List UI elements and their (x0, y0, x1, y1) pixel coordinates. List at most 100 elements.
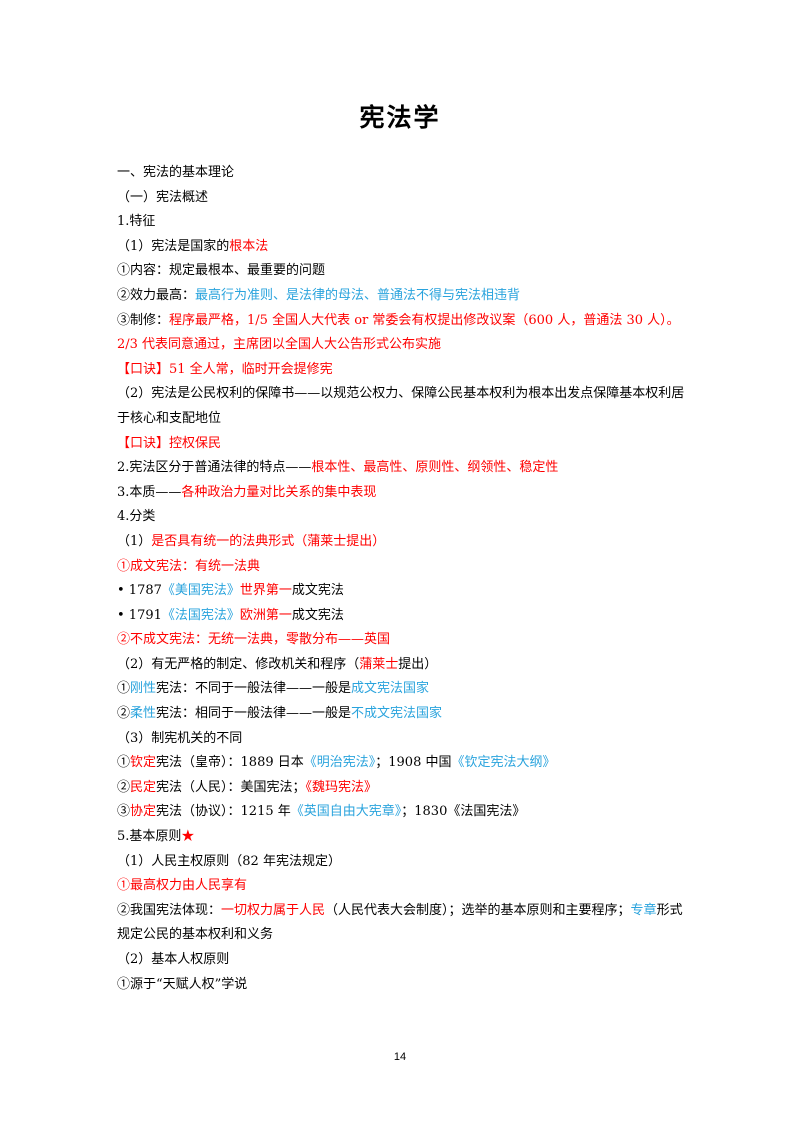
text-line: 3.本质——各种政治力量对比关系的集中表现 (117, 481, 687, 506)
line-text: ；1908 中国 (375, 755, 452, 771)
text-line: （2）基本人权原则 (117, 948, 687, 973)
line-text: • 1787 (117, 583, 162, 599)
line-text: ①源于“天赋人权”学说 (117, 976, 248, 992)
line-text: 5.基本原则 (117, 829, 182, 845)
highlight-red-text: 欧洲第一 (239, 607, 292, 623)
highlight-red-text: ②不成文宪法：无统一法典，零散分布——英国 (117, 632, 391, 648)
line-text: （1） (117, 533, 152, 549)
text-line: ①成文宪法：有统一法典 (117, 555, 687, 580)
text-line: ②民定宪法（人民）：美国宪法；《魏玛宪法》 (117, 776, 687, 801)
line-text: ② (117, 779, 131, 795)
text-line: ①最高权力由人民享有 (117, 874, 687, 899)
highlight-blue-text: 柔性 (130, 706, 157, 722)
line-text: ③ (117, 804, 131, 820)
text-line: ①钦定宪法（皇帝）：1889 日本《明治宪法》；1908 中国《钦定宪法大纲》 (117, 751, 687, 776)
line-text: 形式规定公民的基本权利和义务 (117, 902, 683, 943)
highlight-red-text: 根本性、最高性、原则性、纲领性、稳定性 (311, 460, 559, 476)
line-text: （2）有无严格的制定、修改机关和程序（ (117, 656, 360, 672)
line-text: ①内容：规定最根本、最重要的问题 (117, 263, 326, 279)
text-line: ①刚性宪法：不同于一般法律——一般是成文宪法国家 (117, 677, 687, 702)
line-text: 一、宪法的基本理论 (117, 165, 235, 180)
text-line: ②效力最高：最高行为准则、是法律的母法、普通法不得与宪法相违背 (117, 284, 687, 309)
highlight-red-text: 世界第一 (239, 583, 292, 599)
line-text: （2）宪法是公民权利的保障书——以规范公权力、保障公民基本权利为根本出发点保障基… (117, 386, 685, 426)
line-text: ②我国宪法体现： (117, 902, 222, 918)
line-text: 宪法（协议）：1215 年 (156, 804, 291, 820)
highlight-blue-text: 《美国宪法》 (161, 583, 240, 599)
text-line: （2）有无严格的制定、修改机关和程序（蒲莱士提出） (117, 653, 687, 678)
text-line: 4.分类 (117, 505, 687, 530)
line-text: 3.本质—— (117, 484, 182, 500)
line-text: （1）宪法是国家的 (117, 238, 230, 254)
highlight-red-text: 蒲莱士 (359, 656, 399, 672)
highlight-red-text: ①最高权力由人民享有 (117, 878, 248, 894)
highlight-red-text: ★ (181, 829, 195, 845)
highlight-red-text: 钦定 (130, 755, 157, 771)
text-line: 一、宪法的基本理论 (117, 161, 687, 186)
highlight-red-text: 是否具有统一的法典形式（蒲莱士提出） (151, 533, 386, 549)
text-line: ①内容：规定最根本、最重要的问题 (117, 259, 687, 284)
highlight-red-text: 【口诀】控权保民 (117, 435, 222, 451)
text-line: 5.基本原则★ (117, 825, 687, 850)
text-line: • 1791《法国宪法》欧洲第一成文宪法 (117, 604, 687, 629)
text-line: • 1787《美国宪法》世界第一成文宪法 (117, 579, 687, 604)
text-line: （3）制宪机关的不同 (117, 727, 687, 752)
text-line: ③协定宪法（协议）：1215 年《英国自由大宪章》；1830《法国宪法》 (117, 800, 687, 825)
highlight-blue-text: 不成文宪法国家 (351, 706, 443, 722)
text-line: （1）是否具有统一的法典形式（蒲莱士提出） (117, 530, 687, 555)
line-text: 4.分类 (117, 509, 156, 525)
text-line: 2.宪法区分于普通法律的特点——根本性、最高性、原则性、纲领性、稳定性 (117, 456, 687, 481)
text-line: 1.特征 (117, 210, 687, 235)
highlight-red-text: 民定 (130, 779, 157, 795)
page-title: 宪法学 (359, 103, 441, 132)
text-line: ②不成文宪法：无统一法典，零散分布——英国 (117, 628, 687, 653)
page-number: 14 (393, 1051, 407, 1063)
text-line: 【口诀】控权保民 (117, 432, 687, 457)
line-text: 宪法（人民）：美国宪法； (156, 779, 306, 795)
line-text: ② (117, 706, 131, 722)
line-text: 2.宪法区分于普通法律的特点—— (117, 460, 312, 476)
text-line: （一）宪法概述 (117, 186, 687, 211)
line-text: 提出） (398, 656, 438, 672)
text-line: （1）人民主权原则（82 年宪法规定） (117, 850, 687, 875)
highlight-blue-text: 《明治宪法》 (303, 755, 376, 771)
highlight-blue-text: 成文宪法国家 (351, 681, 430, 697)
highlight-blue-text: 最高行为准则、是法律的母法、普通法不得与宪法相违背 (195, 287, 521, 303)
line-text: （一）宪法概述 (117, 189, 209, 205)
line-text: ②效力最高： (117, 287, 196, 303)
highlight-red-text: 各种政治力量对比关系的集中表现 (181, 484, 377, 500)
line-text: （人民代表大会制度）；选举的基本原则和主要程序； (325, 902, 631, 918)
highlight-blue-text: 《法国宪法》 (161, 607, 240, 623)
line-text: ① (117, 681, 131, 697)
line-text: 1.特征 (117, 214, 156, 230)
document-body: 一、宪法的基本理论 （一）宪法概述 1.特征 （1）宪法是国家的根本法 ①内容：规定最根… (117, 161, 687, 997)
line-text: 宪法：不同于一般法律——一般是 (156, 681, 352, 697)
highlight-blue-text: 《英国自由大宪章》 (290, 804, 402, 820)
line-text: （2）基本人权原则 (117, 952, 230, 967)
highlight-blue-text: 《钦定宪法大纲》 (451, 755, 556, 771)
line-text: • 1791 (117, 607, 162, 623)
highlight-blue-text: 专章 (630, 902, 657, 918)
line-text: 成文宪法 (291, 607, 344, 623)
highlight-red-text: 程序最严格，1/5 全国人大代表 or 常委会有权提出修改议案（600 人，普通… (117, 312, 680, 353)
highlight-red-text: 《魏玛宪法》 (305, 779, 378, 795)
highlight-blue-text: 刚性 (130, 681, 157, 697)
text-line: ②我国宪法体现：一切权力属于人民（人民代表大会制度）；选举的基本原则和主要程序；… (117, 899, 687, 948)
line-text: ；1830《法国宪法》 (401, 804, 526, 820)
highlight-red-text: ①成文宪法：有统一法典 (117, 558, 261, 574)
text-line: （1）宪法是国家的根本法 (117, 235, 687, 260)
line-text: 宪法（皇帝）：1889 日本 (156, 755, 304, 771)
text-line: ③制修：程序最严格，1/5 全国人大代表 or 常委会有权提出修改议案（600 … (117, 309, 687, 358)
text-line: ①源于“天赋人权”学说 (117, 973, 687, 998)
text-line: （2）宪法是公民权利的保障书——以规范公权力、保障公民基本权利为根本出发点保障基… (117, 382, 687, 431)
highlight-red-text: 【口诀】51 全人常，临时开会提修宪 (117, 361, 333, 377)
highlight-red-text: 根本法 (229, 238, 269, 254)
line-text: ③制修： (117, 312, 170, 328)
highlight-red-text: 协定 (130, 804, 157, 820)
text-line: 【口诀】51 全人常，临时开会提修宪 (117, 358, 687, 383)
highlight-red-text: 一切权力属于人民 (221, 902, 326, 918)
text-line: ②柔性宪法：相同于一般法律——一般是不成文宪法国家 (117, 702, 687, 727)
line-text: ① (117, 755, 131, 771)
line-text: 宪法：相同于一般法律——一般是 (156, 706, 352, 722)
